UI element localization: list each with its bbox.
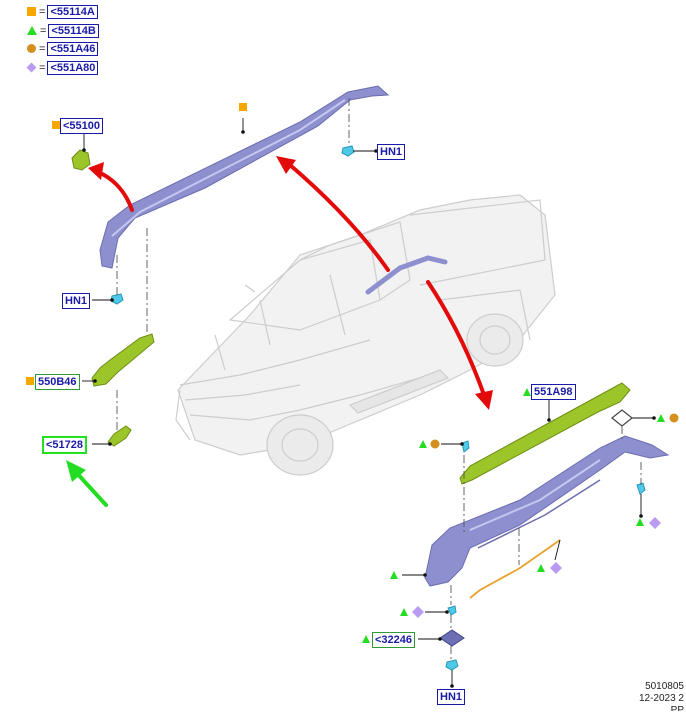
label-550B46[interactable]: 550B46 [35, 374, 80, 390]
roof-rail-upper [99, 85, 390, 269]
triangle-icon [27, 26, 37, 35]
orange-seal-strip [469, 539, 561, 599]
bracket-550B46 [91, 333, 155, 387]
square-icon [27, 7, 36, 16]
diamond-icon [26, 62, 37, 73]
clip-icons [110, 145, 646, 671]
green-pointer-arrow [66, 460, 108, 507]
legend-row-triangle: =<55114B [27, 24, 99, 38]
diamond-icon [550, 562, 562, 574]
triangle-icon [419, 440, 427, 448]
legend-code-circle[interactable]: <551A46 [47, 42, 99, 56]
clip-right-lower [447, 605, 457, 616]
red-arrowheads [88, 156, 493, 410]
end-cap-55100 [71, 149, 91, 171]
triangle-icon [657, 414, 665, 422]
red-arrow-upper-rail [288, 163, 390, 272]
triangle-icon [390, 571, 398, 579]
triangle-icon [523, 388, 531, 396]
roof-rail-lower-inner [469, 459, 601, 531]
label-55100[interactable]: <55100 [60, 118, 104, 134]
callout-symbols [26, 103, 679, 643]
circle-icon [669, 413, 679, 423]
circle-icon [27, 44, 36, 53]
legend-code-square[interactable]: <55114A [47, 5, 98, 19]
roof-rail-lower [424, 435, 670, 587]
label-hn1-upper[interactable]: HN1 [377, 144, 406, 160]
clip-51728 [107, 425, 132, 447]
triangle-icon [636, 518, 644, 526]
square-icon [239, 103, 247, 111]
legend-code-triangle[interactable]: <55114B [48, 24, 99, 38]
trim-strip-551A98 [459, 382, 631, 485]
clip-hn1-bottom [445, 659, 459, 671]
circle-icon [430, 439, 440, 449]
label-51728[interactable]: <51728 [42, 436, 88, 454]
bracket-32246 [439, 629, 465, 647]
label-551A98[interactable]: 551A98 [531, 384, 576, 400]
legend-code-diamond[interactable]: <551A80 [47, 61, 99, 75]
roof-rail-lower-slot [477, 479, 601, 549]
label-32246[interactable]: <32246 [372, 632, 416, 648]
legend-row-circle: =<551A46 [27, 42, 99, 56]
leader-dots [82, 130, 656, 688]
bracket-diamond-right [611, 409, 633, 427]
centre-lines [116, 98, 642, 660]
square-icon [26, 377, 34, 385]
reference-suffix: PP [670, 705, 684, 711]
diamond-icon [412, 606, 424, 618]
label-hn1-left[interactable]: HN1 [62, 293, 91, 309]
red-arrow-end-cap [96, 170, 134, 212]
reference-number: 5010805 [645, 681, 684, 692]
legend-row-square: =<55114A [27, 5, 98, 19]
leader-lines [82, 118, 654, 686]
clip-hn1-upper-right [341, 145, 355, 157]
triangle-icon [400, 608, 408, 616]
roof-rail-upper-highlight [111, 99, 346, 237]
square-icon [52, 121, 60, 129]
triangle-icon [537, 564, 545, 572]
reference-date: 12-2023 2 [638, 693, 684, 704]
triangle-icon [362, 635, 370, 643]
truck-illustration [175, 194, 556, 476]
red-arrow-lower-rail [426, 280, 486, 397]
truck-roof-rail [365, 255, 448, 295]
legend-row-diamond: =<551A80 [26, 61, 99, 75]
diamond-icon [649, 517, 661, 529]
reference-code: 5010805 12-2023 2 PP [639, 681, 684, 711]
label-hn1-bottom[interactable]: HN1 [437, 689, 466, 705]
